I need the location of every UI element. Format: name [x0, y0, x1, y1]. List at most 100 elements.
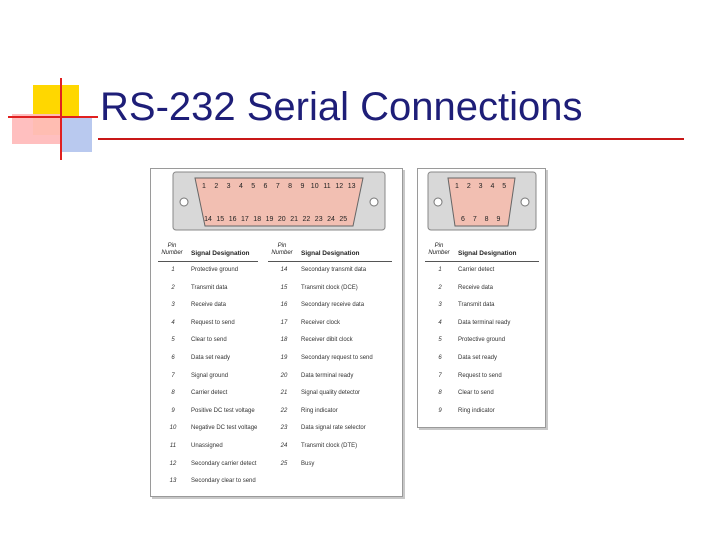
db25-right-signal-name: Busy [301, 460, 315, 467]
db9-signal-name: Protective ground [458, 337, 506, 344]
db25-pin-label: 10 [311, 183, 319, 190]
db9-pin-number: 3 [438, 302, 442, 309]
db9-pin-label: 9 [496, 216, 500, 223]
db25-pin-label: 1 [202, 183, 206, 190]
db25-pin-label: 24 [327, 216, 335, 223]
db25-right-pin-number: 14 [280, 267, 288, 273]
db25-face [194, 177, 364, 227]
db9-pin-number: 4 [438, 319, 442, 326]
db9-pin-label: 8 [485, 216, 489, 223]
db25-left-signal-header: Signal Designation [191, 250, 250, 257]
db9-signal-name: Transmit data [458, 302, 495, 309]
decor-blue-square [62, 118, 92, 152]
db25-right-signal-name: Signal quality detector [301, 390, 361, 397]
db9-pin-number: 8 [438, 390, 442, 397]
db25-right-signal-header: Signal Designation [301, 250, 360, 257]
db25-pin-label: 19 [266, 216, 274, 223]
db25-right-pin-number: 15 [280, 284, 288, 291]
db25-right-signal-name: Transmit clock (DCE) [301, 284, 358, 291]
db25-right-header-rule [268, 261, 392, 262]
db25-left-signal-name: Request to send [191, 319, 235, 326]
db25-pin-label: 17 [241, 216, 249, 223]
db25-right-pin-number: 21 [280, 390, 288, 397]
db9-pin-number: 5 [438, 337, 442, 344]
db25-left-pin-number: 2 [171, 284, 175, 291]
db9-signal-name: Data terminal ready [458, 319, 511, 326]
db25-right-signal-name: Data terminal ready [301, 372, 354, 379]
db25-pin-label: 8 [288, 183, 292, 190]
db9-pin-header: Pin Number [428, 243, 450, 256]
db25-right-pin-number: 17 [280, 319, 288, 326]
db9-signal-name: Receive data [458, 284, 494, 291]
db25-left-pin-number: 8 [171, 390, 175, 397]
db25-left-signal-name: Data set ready [191, 355, 231, 361]
db9-screw-hole-right [520, 197, 530, 207]
db9-signal-name: Request to send [458, 372, 502, 379]
db25-pin-label: 14 [204, 216, 212, 223]
db25-left-signal-name: Protective ground [191, 267, 239, 273]
db25-right-signal-name: Receiver clock [301, 319, 341, 326]
db25-screw-hole-left [179, 197, 189, 207]
db25-right-pin-header: Pin Number [271, 243, 293, 256]
db25-screw-hole-right [369, 197, 379, 207]
db25-pin-label: 11 [323, 183, 330, 190]
db25-right-signal-name: Transmit clock (DTE) [301, 443, 358, 449]
db25-right-pin-number: 16 [280, 302, 288, 309]
db25-left-pin-number: 6 [171, 355, 175, 361]
db9-pin-label: 3 [479, 183, 483, 190]
db25-pin-label: 25 [339, 216, 347, 223]
db25-right-signal-name: Secondary transmit data [301, 267, 367, 273]
db9-signal-name: Ring indicator [458, 407, 495, 414]
db25-left-pin-number: 1 [171, 267, 175, 273]
db25-pin-label: 21 [290, 216, 298, 223]
db25-left-pin-number: 11 [169, 443, 177, 449]
decor-short-line [8, 116, 98, 118]
db25-right-signal-name: Data signal rate selector [301, 425, 366, 432]
db25-left-signal-name: Unassigned [191, 443, 223, 449]
db25-right-pin-number: 18 [280, 337, 288, 344]
db25-pin-label: 4 [239, 183, 243, 190]
db9-pin-number: 6 [438, 355, 442, 361]
db25-left-signal-name: Secondary carrier detect [191, 460, 257, 467]
db25-pin-label: 15 [216, 216, 224, 223]
slide-title: RS-232 Serial Connections [100, 85, 583, 129]
db25-right-pin-number: 23 [280, 425, 288, 432]
db9-pin-number: 9 [438, 407, 442, 414]
db25-right-pin-number: 19 [280, 355, 288, 361]
db9-pin-label: 7 [473, 216, 477, 223]
db25-pin-label: 9 [300, 183, 304, 190]
db25-right-pin-number: 22 [280, 407, 288, 414]
db25-left-signal-name: Positive DC test voltage [191, 407, 255, 414]
decor-vertical-line [60, 78, 62, 160]
db25-pin-label: 23 [315, 216, 323, 223]
title-underline [98, 138, 684, 140]
db25-pin-label: 18 [253, 216, 261, 223]
db25-pin-label: 7 [276, 183, 280, 190]
db9-signal-name: Carrier detect [458, 267, 495, 273]
db25-left-signal-name: Carrier detect [191, 390, 228, 397]
db25-left-pin-number: 5 [171, 337, 175, 344]
db9-signal-header: Signal Designation [458, 250, 517, 257]
db25-right-signal-name: Secondary receive data [301, 302, 365, 309]
db25-left-pin-number: 12 [169, 460, 177, 467]
db25-right-signal-name: Ring indicator [301, 407, 338, 414]
db25-left-pin-number: 4 [171, 319, 175, 326]
db25-left-signal-name: Negative DC test voltage [191, 425, 258, 432]
db9-signal-name: Data set ready [458, 355, 498, 361]
db25-left-header-rule [158, 261, 258, 262]
db9-pin-label: 6 [461, 216, 465, 223]
db25-right-pin-number: 25 [280, 460, 288, 467]
db25-pin-label: 22 [303, 216, 311, 223]
db25-left-pin-header: Pin Number [161, 243, 183, 256]
db25-pin-label: 12 [335, 183, 343, 190]
db9-pin-label: 4 [490, 183, 494, 190]
db25-left-signal-name: Secondary clear to send [191, 478, 256, 485]
db25-pin-label: 20 [278, 216, 286, 223]
db25-pin-label: 5 [251, 183, 255, 190]
db25-pin-label: 6 [264, 183, 268, 190]
db9-pin-label: 2 [467, 183, 471, 190]
